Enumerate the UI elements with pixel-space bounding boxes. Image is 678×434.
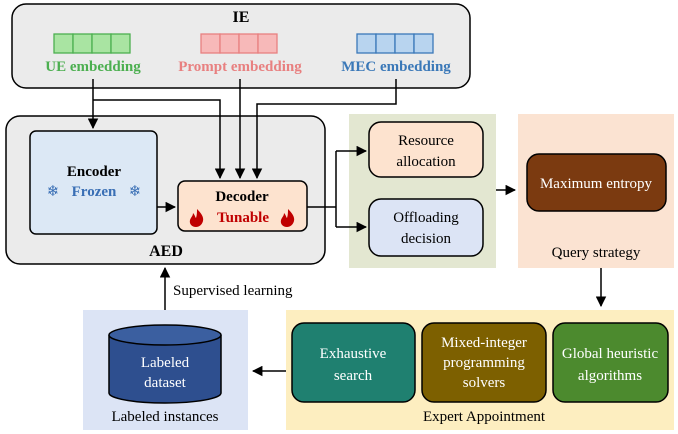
mec-embedding-label: MEC embedding bbox=[341, 59, 451, 75]
aed-panel: AED Encoder ❄ Frozen ❄ Decoder Tunable bbox=[5, 115, 326, 265]
labeled-instances-caption: Labeled instances bbox=[111, 409, 218, 425]
encoder-status: Frozen bbox=[72, 184, 117, 200]
aed-title: AED bbox=[149, 243, 183, 260]
maximum-entropy-box bbox=[526, 153, 667, 212]
ue-embedding-vector bbox=[53, 33, 131, 54]
database-icon bbox=[108, 324, 222, 404]
ie-panel: IE UE embedding Prompt embedding MEC emb… bbox=[11, 3, 471, 89]
resource-allocation-line1: Resource bbox=[398, 133, 454, 149]
resource-allocation-line2: allocation bbox=[396, 154, 456, 170]
query-strategy-panel: Maximum entropy Query strategy bbox=[518, 114, 674, 268]
global-heuristic-line2: algorithms bbox=[578, 368, 642, 384]
decoder-title: Decoder bbox=[215, 189, 269, 205]
prompt-embedding-vector bbox=[200, 33, 278, 54]
offloading-decision-line1: Offloading bbox=[393, 210, 459, 226]
flame-icon bbox=[189, 209, 204, 227]
expert-appointment-caption: Expert Appointment bbox=[423, 409, 546, 425]
ie-to-aed-arrows bbox=[87, 79, 397, 180]
labeled-dataset-line2: dataset bbox=[144, 375, 186, 391]
mixed-integer-line2: programming bbox=[443, 355, 525, 371]
global-heuristic-line1: Global heuristic bbox=[562, 346, 659, 362]
snowflake-icon: ❄ bbox=[129, 182, 142, 200]
exhaustive-search-line1: Exhaustive bbox=[320, 346, 387, 362]
maximum-entropy-label: Maximum entropy bbox=[540, 176, 653, 192]
exhaustive-search-box: Exhaustive search bbox=[291, 322, 416, 403]
labeled-dataset-line1: Labeled bbox=[141, 355, 190, 371]
prompt-embedding-label: Prompt embedding bbox=[178, 59, 302, 75]
expert-appointment-panel: Exhaustive search Mixed-integer programm… bbox=[286, 310, 674, 430]
decoder-block: Decoder Tunable bbox=[177, 180, 308, 232]
flame-icon bbox=[280, 209, 295, 227]
decoder-status: Tunable bbox=[217, 210, 269, 226]
decoder-to-outputs-arrows bbox=[307, 145, 368, 233]
mixed-integer-line1: Mixed-integer bbox=[441, 335, 527, 351]
mec-embedding-vector bbox=[356, 33, 434, 54]
encoder-title: Encoder bbox=[67, 164, 122, 180]
supervised-learning-label: Supervised learning bbox=[173, 283, 293, 299]
exhaustive-search-line2: search bbox=[334, 368, 373, 384]
mixed-integer-box: Mixed-integer programming solvers bbox=[421, 322, 547, 403]
resource-allocation-box: Resource allocation bbox=[368, 121, 484, 178]
global-heuristic-box: Global heuristic algorithms bbox=[552, 322, 669, 403]
ue-embedding-label: UE embedding bbox=[45, 59, 141, 75]
encoder-block: Encoder ❄ Frozen ❄ bbox=[29, 130, 158, 235]
snowflake-icon: ❄ bbox=[47, 182, 60, 200]
offloading-decision-box: Offloading decision bbox=[368, 198, 484, 257]
outputs-panel: Resource allocation Offloading decision bbox=[349, 114, 496, 268]
ie-title: IE bbox=[233, 9, 250, 26]
query-strategy-caption: Query strategy bbox=[552, 245, 641, 261]
offloading-decision-line2: decision bbox=[401, 231, 451, 247]
mixed-integer-line3: solvers bbox=[463, 375, 506, 391]
labeled-instances-panel: Labeled dataset Labeled instances bbox=[83, 310, 248, 430]
